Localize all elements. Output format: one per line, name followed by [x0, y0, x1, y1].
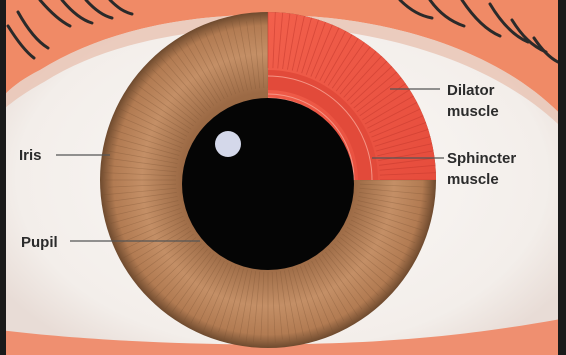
iris-label: Iris	[19, 147, 42, 164]
pupil	[182, 98, 354, 270]
sphincter-label-line1: Sphincter	[447, 150, 516, 167]
dilator-label-line2: muscle	[447, 103, 499, 120]
pupil-label: Pupil	[21, 234, 58, 251]
dilator-label-line1: Dilator	[447, 82, 495, 99]
sphincter-label-line2: muscle	[447, 171, 499, 188]
pupil-highlight	[215, 131, 241, 157]
